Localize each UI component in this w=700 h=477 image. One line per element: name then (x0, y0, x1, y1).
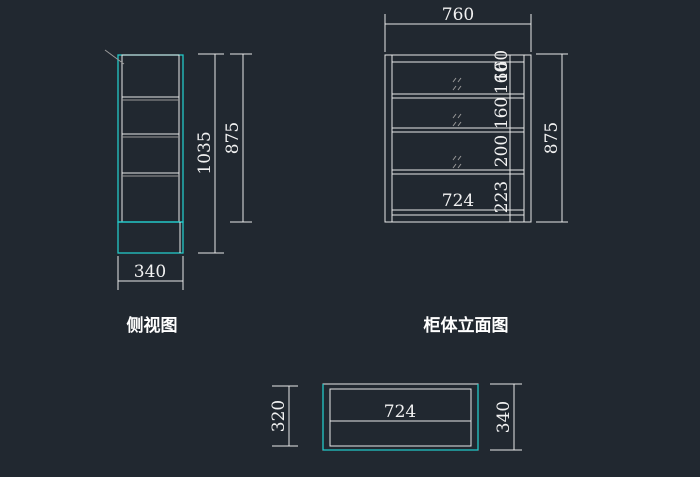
dim-label-front-height: 875 (542, 122, 562, 154)
dim-label-top-depth-left: 320 (269, 400, 289, 432)
dim-label-shelf: 160 (492, 97, 512, 129)
front-view-title: 柜体立面图 (424, 315, 509, 336)
side-view: 340 1035 875 侧视图 (104, 49, 252, 336)
dim-label-front-width-outer: 760 (442, 5, 474, 25)
front-view: 760 724 160 160 160 200 223 875 柜体立面图 (384, 5, 568, 336)
dim-label-shelf: 223 (492, 181, 512, 213)
top-view-inner (329, 388, 472, 447)
break-marks (452, 77, 462, 169)
dim-label-side-width: 340 (134, 262, 166, 282)
dim-label-front-width-inner: 724 (442, 191, 474, 211)
dim-label-top-depth-right: 340 (494, 401, 514, 433)
dim-label-shelf: 160 (492, 62, 512, 94)
side-view-inner-outline (121, 54, 180, 223)
side-view-title: 侧视图 (127, 315, 178, 336)
dim-label-top-width: 724 (384, 402, 416, 422)
side-view-body-outline (117, 54, 184, 223)
side-view-base (117, 221, 184, 254)
front-view-outline (384, 54, 532, 223)
dim-label-shelf: 160 (492, 50, 512, 82)
top-view: 724 320 340 (269, 383, 522, 451)
dim-label-side-height-outer: 1035 (195, 131, 215, 174)
dim-label-side-height-inner: 875 (223, 122, 243, 154)
dim-label-shelf: 200 (492, 135, 512, 167)
side-view-leader (104, 49, 125, 65)
